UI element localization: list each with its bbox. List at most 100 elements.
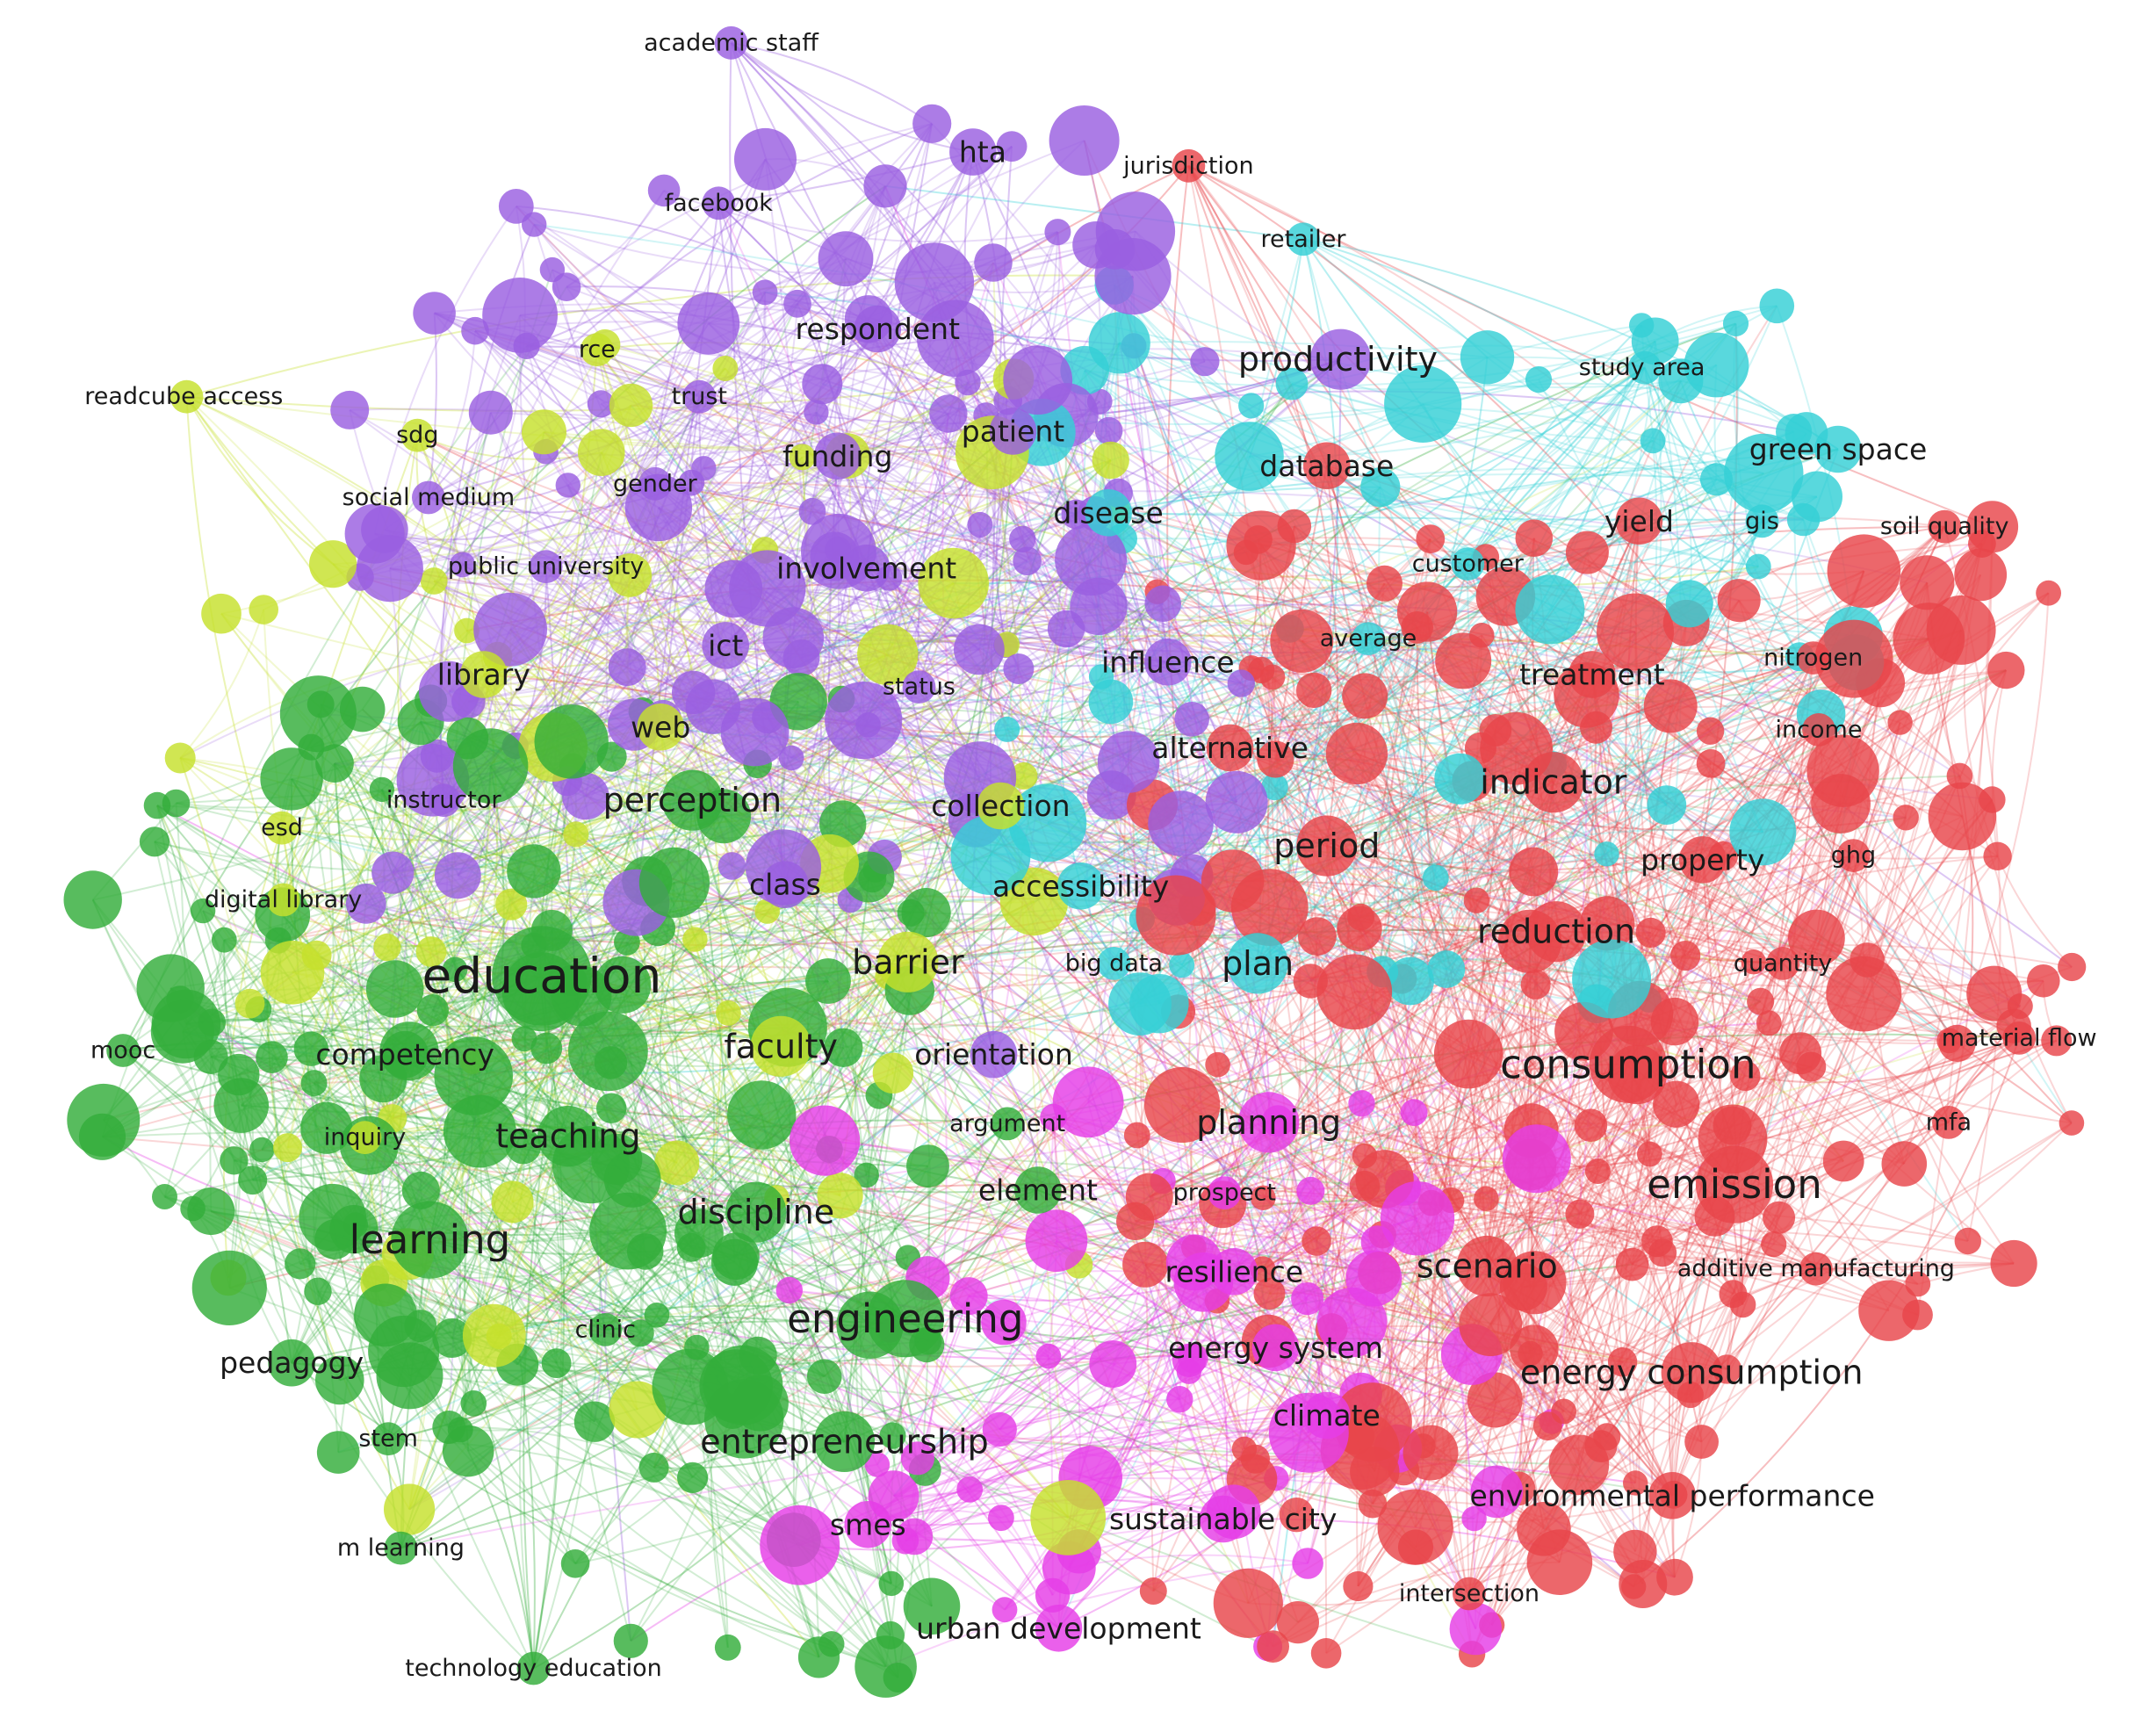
node[interactable] — [1502, 1124, 1571, 1194]
node-clinic[interactable] — [588, 1313, 623, 1346]
node[interactable] — [1987, 651, 2025, 689]
node-instructor[interactable] — [427, 783, 461, 818]
node-big-data[interactable] — [1097, 947, 1131, 980]
node[interactable] — [729, 550, 806, 627]
node[interactable] — [1433, 1019, 1503, 1089]
node[interactable] — [894, 242, 975, 322]
node[interactable] — [638, 847, 710, 918]
node-climate[interactable] — [1303, 1391, 1351, 1440]
node[interactable] — [1049, 105, 1120, 176]
node[interactable] — [949, 1277, 988, 1316]
node[interactable] — [1088, 679, 1134, 725]
node-academic-staff[interactable] — [714, 25, 748, 60]
node-stem[interactable] — [371, 1422, 406, 1456]
node[interactable] — [442, 956, 468, 983]
node[interactable] — [1806, 734, 1879, 807]
node[interactable] — [190, 898, 216, 924]
node[interactable] — [384, 1483, 436, 1535]
node[interactable] — [991, 1597, 1018, 1623]
node-mfa[interactable] — [1932, 1106, 1965, 1139]
node-library[interactable] — [460, 651, 508, 698]
node[interactable] — [1332, 1382, 1412, 1462]
node[interactable] — [677, 1462, 709, 1493]
node[interactable] — [1893, 603, 1965, 675]
node[interactable] — [1684, 1425, 1719, 1459]
node-collection[interactable] — [977, 782, 1025, 830]
node[interactable] — [734, 127, 797, 191]
node[interactable] — [950, 815, 1031, 895]
node[interactable] — [1337, 906, 1382, 952]
node[interactable] — [1526, 1529, 1593, 1595]
node[interactable] — [256, 1041, 288, 1073]
node-argument[interactable] — [991, 1107, 1025, 1141]
node-indicator[interactable] — [1523, 752, 1584, 813]
node[interactable] — [901, 888, 951, 938]
node[interactable] — [1607, 1347, 1638, 1377]
node-urban-development[interactable] — [1035, 1605, 1083, 1652]
node[interactable] — [1261, 773, 1288, 801]
node[interactable] — [1316, 1287, 1388, 1358]
node-inquiry[interactable] — [348, 1121, 382, 1155]
node[interactable] — [1169, 952, 1195, 978]
node-disease[interactable] — [1085, 489, 1132, 537]
node[interactable] — [442, 1425, 494, 1477]
node[interactable] — [482, 278, 558, 353]
node[interactable] — [434, 852, 481, 899]
node-competency[interactable] — [381, 1030, 429, 1079]
node-period[interactable] — [1296, 815, 1358, 877]
node-accessibility[interactable] — [1056, 862, 1105, 910]
node[interactable] — [151, 989, 221, 1059]
node[interactable] — [1092, 441, 1129, 480]
node[interactable] — [1719, 1280, 1748, 1309]
node[interactable] — [300, 1101, 353, 1154]
node[interactable] — [1013, 546, 1042, 576]
node[interactable] — [1729, 798, 1797, 866]
node[interactable] — [677, 292, 740, 355]
node[interactable] — [1623, 1470, 1648, 1496]
node[interactable] — [1696, 717, 1725, 745]
node[interactable] — [1574, 1108, 1608, 1142]
node-consumption[interactable] — [1589, 1025, 1667, 1103]
node[interactable] — [369, 776, 395, 803]
node[interactable] — [854, 1635, 917, 1698]
node[interactable] — [1893, 805, 1919, 831]
node-gis[interactable] — [1745, 504, 1779, 538]
node[interactable] — [1565, 530, 1609, 574]
node[interactable] — [1427, 950, 1466, 988]
node[interactable] — [1226, 510, 1296, 581]
node[interactable] — [2041, 1025, 2073, 1057]
node[interactable] — [1759, 288, 1795, 324]
node-social-medium[interactable] — [412, 480, 445, 515]
node[interactable] — [1826, 956, 1902, 1032]
node[interactable] — [279, 675, 357, 753]
node[interactable] — [1741, 949, 1767, 975]
node-faculty[interactable] — [750, 1015, 811, 1077]
node[interactable] — [1003, 653, 1035, 684]
node[interactable] — [315, 1355, 364, 1405]
node[interactable] — [373, 933, 401, 962]
node-respondent[interactable] — [854, 305, 902, 353]
node-public-university[interactable] — [529, 550, 563, 584]
node[interactable] — [608, 648, 646, 687]
node[interactable] — [783, 289, 811, 318]
node[interactable] — [330, 390, 370, 429]
node[interactable] — [703, 1345, 783, 1425]
node[interactable] — [798, 497, 826, 525]
node[interactable] — [2058, 952, 2087, 982]
node[interactable] — [1747, 987, 1775, 1015]
node[interactable] — [315, 744, 354, 783]
node[interactable] — [1510, 1324, 1559, 1374]
node[interactable] — [1125, 1173, 1173, 1221]
node[interactable] — [1467, 1372, 1523, 1428]
node[interactable] — [1515, 574, 1585, 645]
node[interactable] — [789, 444, 816, 471]
node[interactable] — [638, 1452, 669, 1483]
node[interactable] — [1881, 1141, 1928, 1187]
node[interactable] — [714, 1634, 741, 1661]
node[interactable] — [647, 174, 681, 207]
node[interactable] — [213, 1078, 269, 1133]
node[interactable] — [356, 535, 423, 603]
node-planning[interactable] — [1238, 1092, 1300, 1153]
node[interactable] — [864, 1452, 891, 1477]
node[interactable] — [1619, 1560, 1668, 1608]
